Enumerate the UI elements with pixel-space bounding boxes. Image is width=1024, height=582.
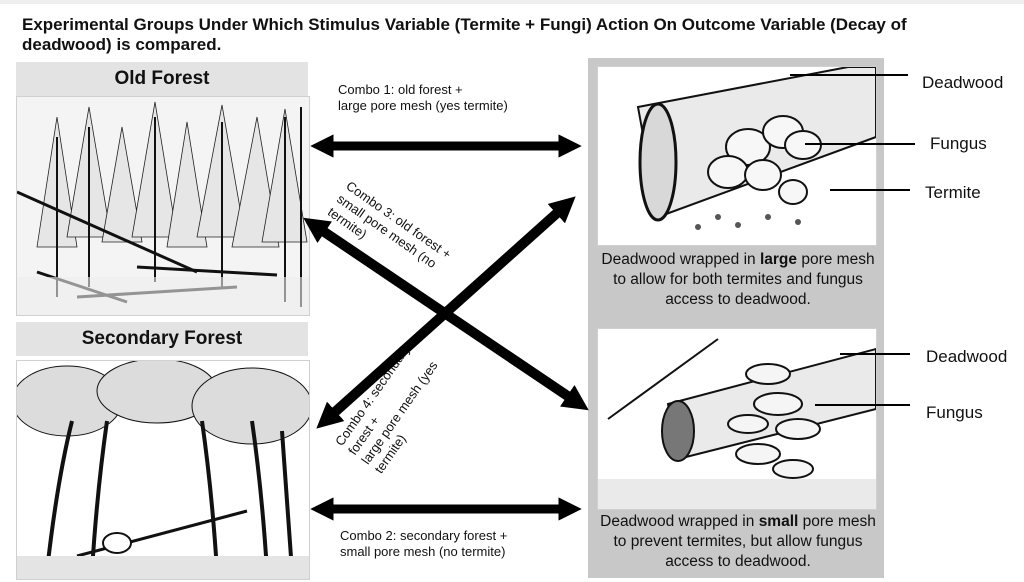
secondary-forest-label: Secondary Forest xyxy=(16,322,308,356)
large-mesh-deadwood-illustration xyxy=(597,66,877,246)
large-mesh-caption: Deadwood wrapped in large pore mesh to a… xyxy=(601,251,875,308)
callout-deadwood-top: Deadwood xyxy=(922,73,1004,92)
secondary-forest-illustration xyxy=(16,360,310,580)
diagram-title: Experimental Groups Under Which Stimulus… xyxy=(22,15,907,54)
small-mesh-deadwood-illustration xyxy=(597,328,877,510)
top-strip xyxy=(0,0,1024,4)
old-forest-illustration xyxy=(16,96,310,316)
combo2-label: Combo 2: secondary forest +small pore me… xyxy=(340,528,508,559)
callout-deadwood-bottom: Deadwood xyxy=(926,347,1008,366)
callout-fungus-top: Fungus xyxy=(930,134,987,153)
small-mesh-caption: Deadwood wrapped in small pore mesh to p… xyxy=(600,513,876,570)
combo1-label: Combo 1: old forest +large pore mesh (ye… xyxy=(338,82,508,113)
combo3-label: Combo 3: old forest +small pore mesh (no… xyxy=(325,178,455,271)
old-forest-label: Old Forest xyxy=(16,62,308,96)
callout-termite-top: Termite xyxy=(925,183,981,202)
callout-fungus-bottom: Fungus xyxy=(926,403,983,422)
